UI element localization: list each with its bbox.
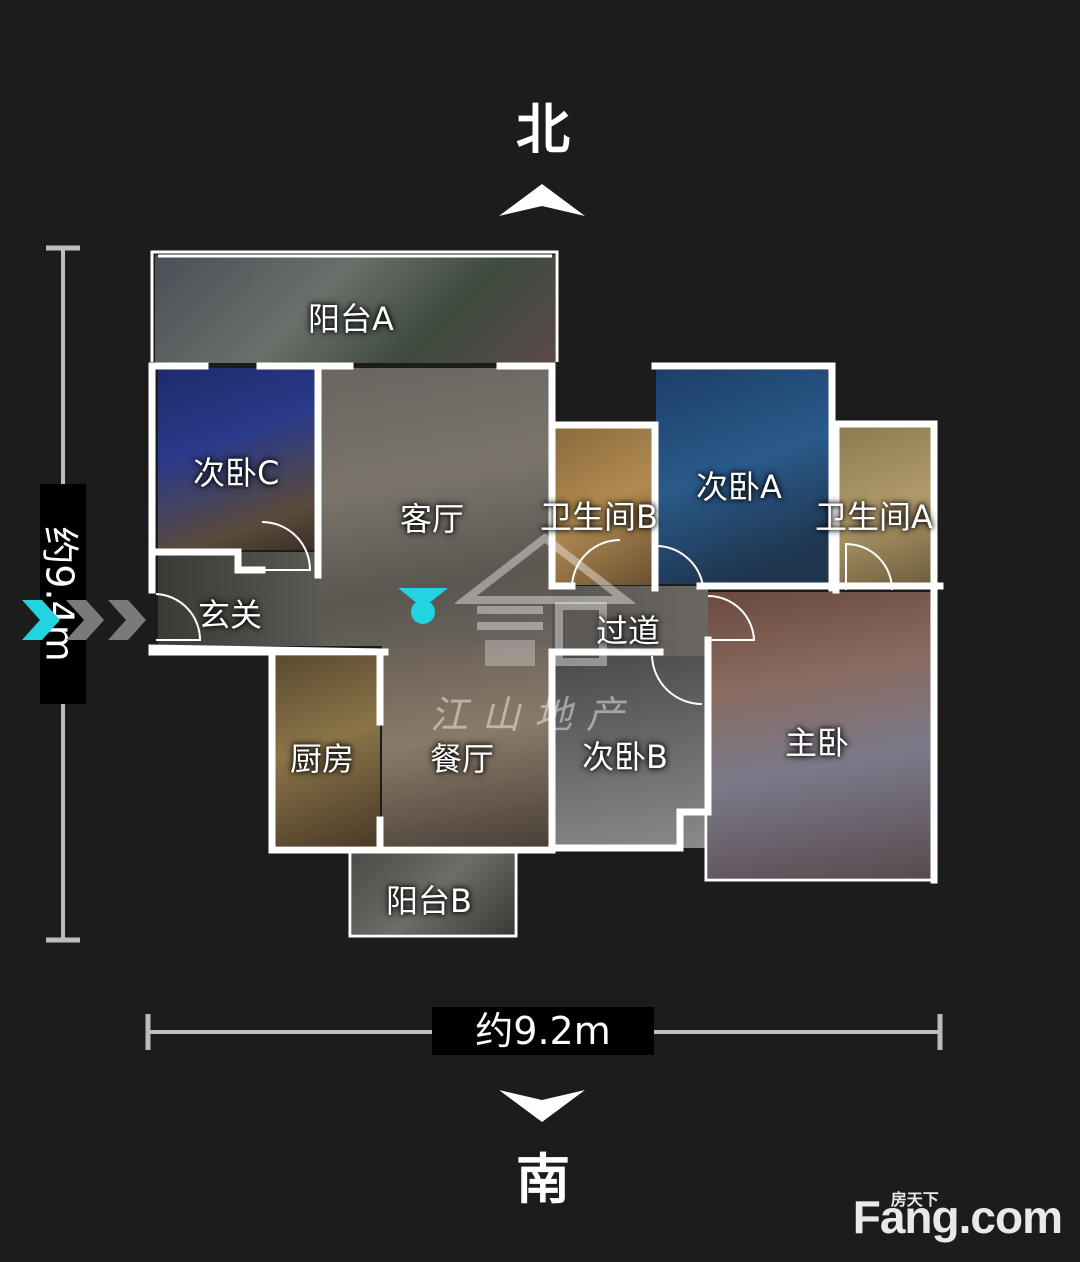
- bedroom-a-area[interactable]: [656, 370, 832, 584]
- dining-room-area[interactable]: [382, 646, 552, 846]
- watermark-text: 江山地产: [430, 693, 639, 737]
- room-label-balcony-a: 阳台A: [308, 300, 394, 338]
- logo-subtext: 房天下: [890, 1192, 939, 1209]
- north-label: 北: [516, 98, 570, 161]
- bathroom-a-area[interactable]: [837, 425, 933, 589]
- fang-logo[interactable]: 房天下 Fang.com: [852, 1190, 1063, 1244]
- room-label-bedroom-c: 次卧C: [193, 454, 280, 492]
- room-label-kitchen: 厨房: [290, 740, 355, 778]
- logo-text: Fang.com: [852, 1191, 1063, 1243]
- room-label-living-room: 客厅: [400, 500, 465, 538]
- kitchen-area[interactable]: [274, 656, 380, 846]
- room-label-bathroom-a: 卫生间A: [815, 498, 933, 536]
- width-dimension-label: 约9.2m: [432, 1007, 654, 1055]
- entrance-arrow-icon: [22, 600, 146, 640]
- room-label-balcony-b: 阳台B: [386, 882, 472, 920]
- room-label-corridor: 过道: [596, 612, 661, 650]
- balcony-a-area[interactable]: [155, 255, 555, 363]
- living-room-area[interactable]: [320, 368, 552, 646]
- room-label-bathroom-b: 卫生间B: [540, 498, 658, 536]
- corridor-area[interactable]: [552, 586, 708, 656]
- watermark-house-icon: [455, 532, 635, 666]
- room-label-entrance: 玄关: [198, 596, 263, 634]
- height-dimension-box: 约9.4m: [38, 484, 86, 704]
- room-label-bedroom-a: 次卧A: [696, 468, 782, 506]
- north-arrow-icon: [499, 184, 585, 216]
- bedroom-c-area[interactable]: [158, 368, 318, 550]
- room-label-bedroom-b: 次卧B: [582, 738, 668, 776]
- room-label-dining-room: 餐厅: [430, 740, 495, 778]
- viewpoint-marker-icon[interactable]: [396, 584, 450, 630]
- bathroom-b-area[interactable]: [555, 425, 655, 585]
- south-label: 南: [516, 1148, 570, 1211]
- room-label-master-bedroom: 主卧: [785, 724, 850, 762]
- balcony-b-area[interactable]: [352, 852, 514, 934]
- south-arrow-icon: [499, 1090, 585, 1122]
